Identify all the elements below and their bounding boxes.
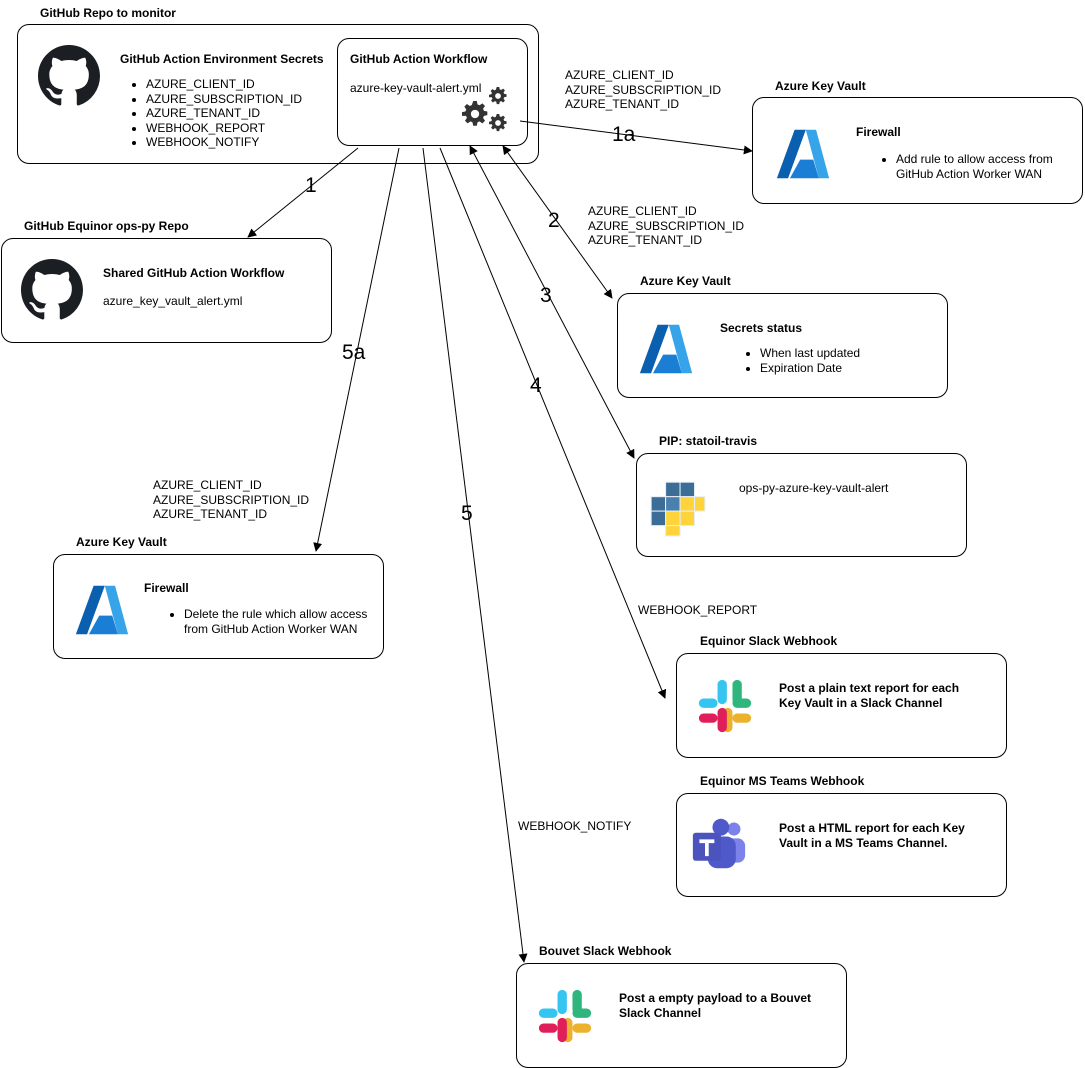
workflow-title: GitHub Action Workflow [350, 52, 488, 66]
ops-repo-box: Shared GitHub Action Workflow azure_key_… [1, 238, 332, 343]
teams-equinor-box: Post a HTML report for each Key Vault in… [676, 793, 1007, 897]
ops-repo-heading: Shared GitHub Action Workflow [103, 266, 285, 280]
repo-box: GitHub Action Environment Secrets AZURE_… [17, 24, 539, 164]
edge-label-webhook-report: WEBHOOK_REPORT [638, 603, 758, 617]
arrow-5a [313, 147, 400, 552]
step-5: 5 [461, 502, 473, 525]
slack-bouvet-title: Bouvet Slack Webhook [539, 944, 672, 958]
pip-box: ops-py-azure-key-vault-alert [636, 453, 967, 557]
teams-equinor-title: Equinor MS Teams Webhook [700, 774, 865, 788]
pip-title: PIP: statoil-travis [659, 434, 758, 448]
secret-item: WEBHOOK_REPORT [146, 121, 302, 136]
step-5a: 5a [342, 341, 366, 364]
secret-item: AZURE_CLIENT_ID [146, 77, 302, 92]
bullet-item: Expiration Date [760, 361, 860, 376]
arrow-5 [422, 147, 528, 963]
arrow-3 [469, 145, 635, 459]
edge-label-webhook-notify: WEBHOOK_NOTIFY [518, 819, 632, 833]
repo-title: GitHub Repo to monitor [40, 6, 176, 20]
secret-item: WEBHOOK_NOTIFY [146, 135, 302, 150]
bullet-item: Add rule to allow access from GitHub Act… [896, 152, 1053, 181]
edge-label-line: AZURE_SUBSCRIPTION_ID [565, 82, 722, 97]
bullet-item: Delete the rule which allow access from … [184, 607, 367, 636]
kv-firewall-add-heading: Firewall [856, 125, 901, 139]
arrow-1 [247, 147, 359, 238]
kv-firewall-delete-box: Firewall Delete the rule which allow acc… [53, 554, 384, 659]
workflow-box: GitHub Action Workflow azure-key-vault-a… [337, 38, 528, 146]
kv-secrets-title: Azure Key Vault [640, 274, 731, 288]
edge-label-line: AZURE_TENANT_ID [565, 97, 680, 111]
edge-label-line: AZURE_CLIENT_ID [565, 68, 674, 82]
secrets-title: GitHub Action Environment Secrets [120, 52, 324, 66]
kv-firewall-add-bullets: Add rule to allow access from GitHub Act… [872, 152, 1053, 181]
arrow-2 [502, 145, 613, 299]
arrow-4 [439, 147, 667, 699]
workflow-file: azure-key-vault-alert.yml [350, 81, 482, 95]
ops-repo-title: GitHub Equinor ops-py Repo [24, 219, 189, 233]
slack-equinor-text: Post a plain text report for each Key Va… [779, 681, 960, 710]
kv-firewall-delete-bullets: Delete the rule which allow access from … [160, 607, 367, 636]
kv-secrets-heading: Secrets status [720, 321, 803, 335]
edge-label-line: AZURE_TENANT_ID [153, 507, 268, 521]
arrow-1a [519, 120, 753, 155]
secrets-list: AZURE_CLIENT_IDAZURE_SUBSCRIPTION_IDAZUR… [122, 77, 302, 150]
pip-package: ops-py-azure-key-vault-alert [739, 481, 889, 495]
slack-bouvet-text: Post a empty payload to a Bouvet Slack C… [619, 991, 812, 1020]
secret-item: AZURE_SUBSCRIPTION_ID [146, 92, 302, 107]
kv-firewall-add-box: Firewall Add rule to allow access from G… [752, 97, 1083, 204]
slack-bouvet-box: Post a empty payload to a Bouvet Slack C… [516, 963, 847, 1068]
teams-equinor-text: Post a HTML report for each Key Vault in… [779, 821, 965, 850]
step-1: 1 [305, 174, 317, 197]
bullet-item: When last updated [760, 346, 860, 361]
edge-label-line: AZURE_CLIENT_ID [153, 478, 262, 492]
kv-firewall-add-title: Azure Key Vault [775, 79, 866, 93]
slack-equinor-box: Post a plain text report for each Key Va… [676, 653, 1007, 758]
secret-item: AZURE_TENANT_ID [146, 106, 302, 121]
edge-label-line: AZURE_SUBSCRIPTION_ID [153, 492, 310, 507]
kv-secrets-box: Secrets status When last updatedExpirati… [617, 293, 948, 398]
ops-repo-file: azure_key_vault_alert.yml [103, 294, 243, 308]
kv-firewall-delete-heading: Firewall [144, 581, 189, 595]
slack-equinor-title: Equinor Slack Webhook [700, 634, 838, 648]
kv-firewall-delete-title: Azure Key Vault [76, 535, 167, 549]
kv-secrets-bullets: When last updatedExpiration Date [736, 346, 860, 375]
